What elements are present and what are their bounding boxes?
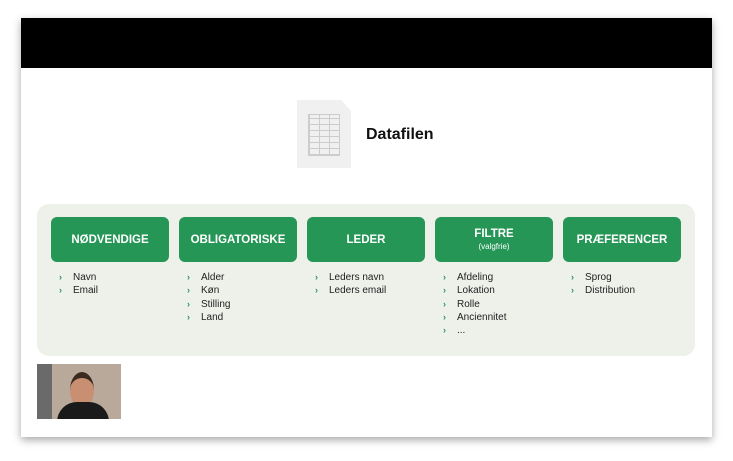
category-label: OBLIGATORISKE bbox=[190, 233, 286, 246]
chevron-right-icon: › bbox=[571, 272, 574, 282]
category-label: FILTRE bbox=[474, 228, 514, 240]
list-item: › Email bbox=[59, 284, 169, 297]
field-list: ›Afdeling›Lokation›Rolle›Anciennitet›... bbox=[443, 271, 553, 337]
list-item: › Køn bbox=[187, 284, 297, 297]
list-item: › Alder bbox=[187, 271, 297, 284]
list-item: › Distribution bbox=[571, 284, 681, 297]
category-column: PRÆFERENCER › Sprog › Distribution bbox=[563, 217, 681, 298]
chevron-right-icon: › bbox=[187, 298, 190, 309]
field-label: Navn bbox=[73, 272, 97, 283]
field-list: › Navn › Email bbox=[59, 271, 169, 298]
list-item: › Stilling bbox=[187, 298, 297, 311]
chevron-right-icon: › bbox=[443, 325, 446, 336]
chevron-right-icon: › bbox=[187, 311, 190, 322]
field-label: Lokation bbox=[457, 285, 495, 297]
chevron-right-icon: › bbox=[59, 285, 62, 296]
field-label: Køn bbox=[201, 285, 220, 297]
category-label: LEDER bbox=[346, 233, 386, 246]
chevron-right-icon: › bbox=[187, 285, 190, 296]
chevron-right-icon: › bbox=[443, 272, 446, 282]
category-column: FILTRE (valgfrie) › Afdeling › Lokation › Rolle… bbox=[435, 217, 553, 337]
field-label: Stilling bbox=[201, 298, 231, 310]
field-label: Email bbox=[73, 285, 99, 297]
slide-title: Datafilen bbox=[366, 126, 434, 143]
chevron-right-icon: › bbox=[443, 311, 446, 322]
list-item: › Leders navn bbox=[315, 271, 425, 284]
category-column: OBLIGATORISKE › Alder › Køn › Stilling › Land bbox=[179, 217, 297, 324]
categories-panel: NØDVENDIGE › Navn › Email OBLIGATORISKE › Alder… bbox=[37, 204, 695, 356]
category-label: NØDVENDIGE bbox=[71, 233, 149, 246]
list-item: ›... bbox=[443, 324, 553, 337]
field-label: Leders email bbox=[329, 285, 387, 297]
field-list: › Sprog › Distribution bbox=[571, 271, 681, 298]
field-label: Land bbox=[201, 311, 224, 323]
field-label: Distribution bbox=[585, 285, 636, 297]
category-header: NØDVENDIGE bbox=[51, 217, 169, 262]
category-header: OBLIGATORISKE bbox=[179, 217, 297, 262]
field-label: Afdeling bbox=[457, 272, 494, 283]
field-label: Anciennitet bbox=[457, 311, 507, 323]
list-item: › Afdeling bbox=[443, 271, 553, 284]
list-item: › Lokation bbox=[443, 284, 553, 297]
list-item: › Leders email bbox=[315, 284, 425, 297]
category-header: LEDER bbox=[307, 217, 425, 262]
list-item: › Sprog bbox=[571, 271, 681, 284]
category-header: FILTRE (valgfrie) bbox=[435, 217, 553, 262]
field-label: Alder bbox=[201, 272, 225, 283]
category-sublabel: (valgfrie) bbox=[478, 242, 510, 251]
field-label: Sprog bbox=[585, 272, 612, 283]
category-column: NØDVENDIGE › Navn › Email bbox=[51, 217, 169, 298]
chevron-right-icon: › bbox=[571, 285, 574, 296]
field-list: › Leders navn › Leders email bbox=[315, 271, 425, 298]
field-label: Leders navn bbox=[329, 272, 385, 283]
slide: Datafilen NØDVENDIGE › Navn › Email OBLIGATOR… bbox=[21, 18, 712, 437]
category-label: PRÆFERENCER bbox=[576, 233, 668, 246]
chevron-right-icon: › bbox=[315, 285, 318, 296]
category-column: LEDER › Leders navn › Leders email bbox=[307, 217, 425, 298]
top-bar bbox=[21, 18, 712, 68]
field-list: › Alder › Køn › Stilling › Land bbox=[187, 271, 297, 324]
chevron-right-icon: › bbox=[59, 272, 62, 282]
list-item: › Anciennitet bbox=[443, 311, 553, 324]
chevron-right-icon: › bbox=[443, 285, 446, 296]
field-label: ... bbox=[457, 325, 466, 337]
list-item: › Rolle bbox=[443, 298, 553, 311]
spreadsheet-file-icon bbox=[297, 100, 351, 168]
chevron-right-icon: › bbox=[443, 298, 446, 309]
category-header: PRÆFERENCER bbox=[563, 217, 681, 262]
field-label: Rolle bbox=[457, 298, 480, 310]
list-item: › Land bbox=[187, 311, 297, 324]
webcam-video bbox=[37, 364, 121, 419]
chevron-right-icon: › bbox=[187, 272, 190, 282]
chevron-right-icon: › bbox=[315, 272, 318, 282]
list-item: › Navn bbox=[59, 271, 169, 284]
